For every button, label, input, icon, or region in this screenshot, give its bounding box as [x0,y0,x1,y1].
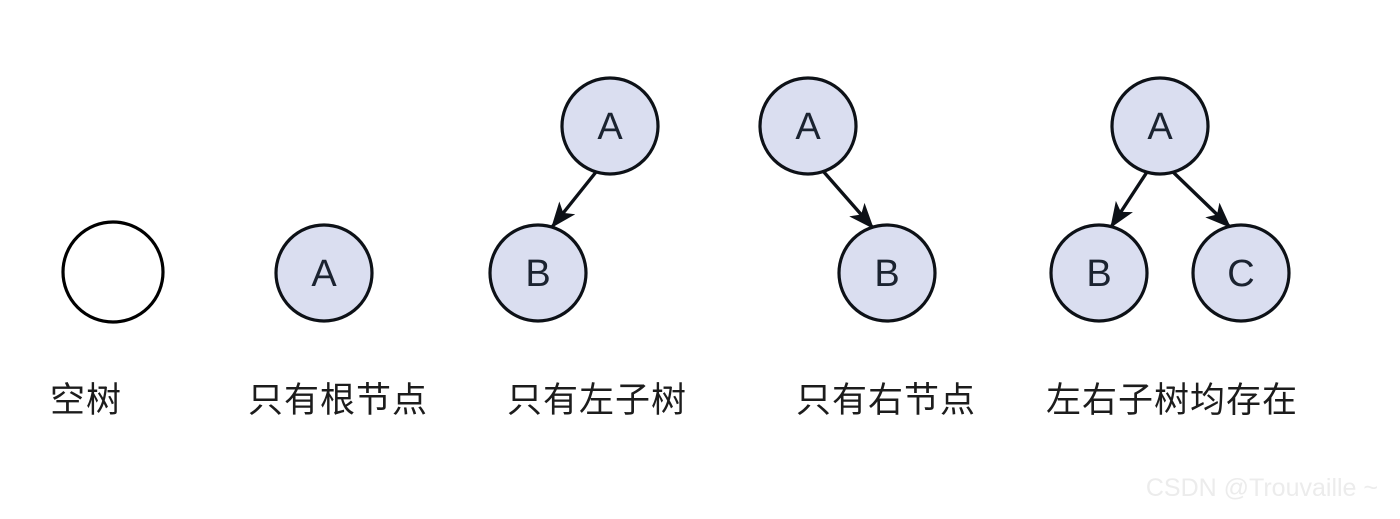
edge-a-to-b [550,170,598,229]
csdn-watermark: CSDN @Trouvaille ~ [1146,474,1378,502]
tree-figure-empty-tree: 空树 [50,220,165,420]
node-label-a: A [1147,106,1173,148]
node-label-a: A [597,106,623,148]
caption-both-subtrees: 左右子树均存在 [1046,381,1298,420]
node-b [837,223,937,323]
node-a [1110,76,1210,176]
edge-a-to-c [1171,170,1232,229]
caption-right-node-only: 只有右节点 [796,381,976,420]
node-a [758,76,858,176]
node-c [1191,223,1291,323]
node-b [1049,223,1149,323]
caption-root-only-tree: 只有根节点 [248,381,428,420]
tree-figure-left-subtree-only: A B 只有左子树 [488,76,687,420]
caption-empty-tree: 空树 [50,381,122,420]
caption-left-subtree-only: 只有左子树 [507,381,687,420]
node-label-a: A [795,106,821,148]
tree-figure-right-node-only: A B 只有右节点 [758,76,976,420]
tree-figure-root-only-tree: A 只有根节点 [248,223,428,420]
node-b [488,223,588,323]
node-label-b: B [1086,253,1111,295]
node-a [274,223,374,323]
node-label-a: A [311,253,337,295]
tree-figure-both-subtrees: A B C 左右子树均存在 [1046,76,1298,420]
node-label-c: C [1227,253,1254,295]
node-label-b: B [874,253,899,295]
node-empty [61,220,165,324]
edge-a-to-b [1109,170,1149,229]
edge-a-to-b [821,169,875,230]
node-label-b: B [525,253,550,295]
node-a [560,76,660,176]
